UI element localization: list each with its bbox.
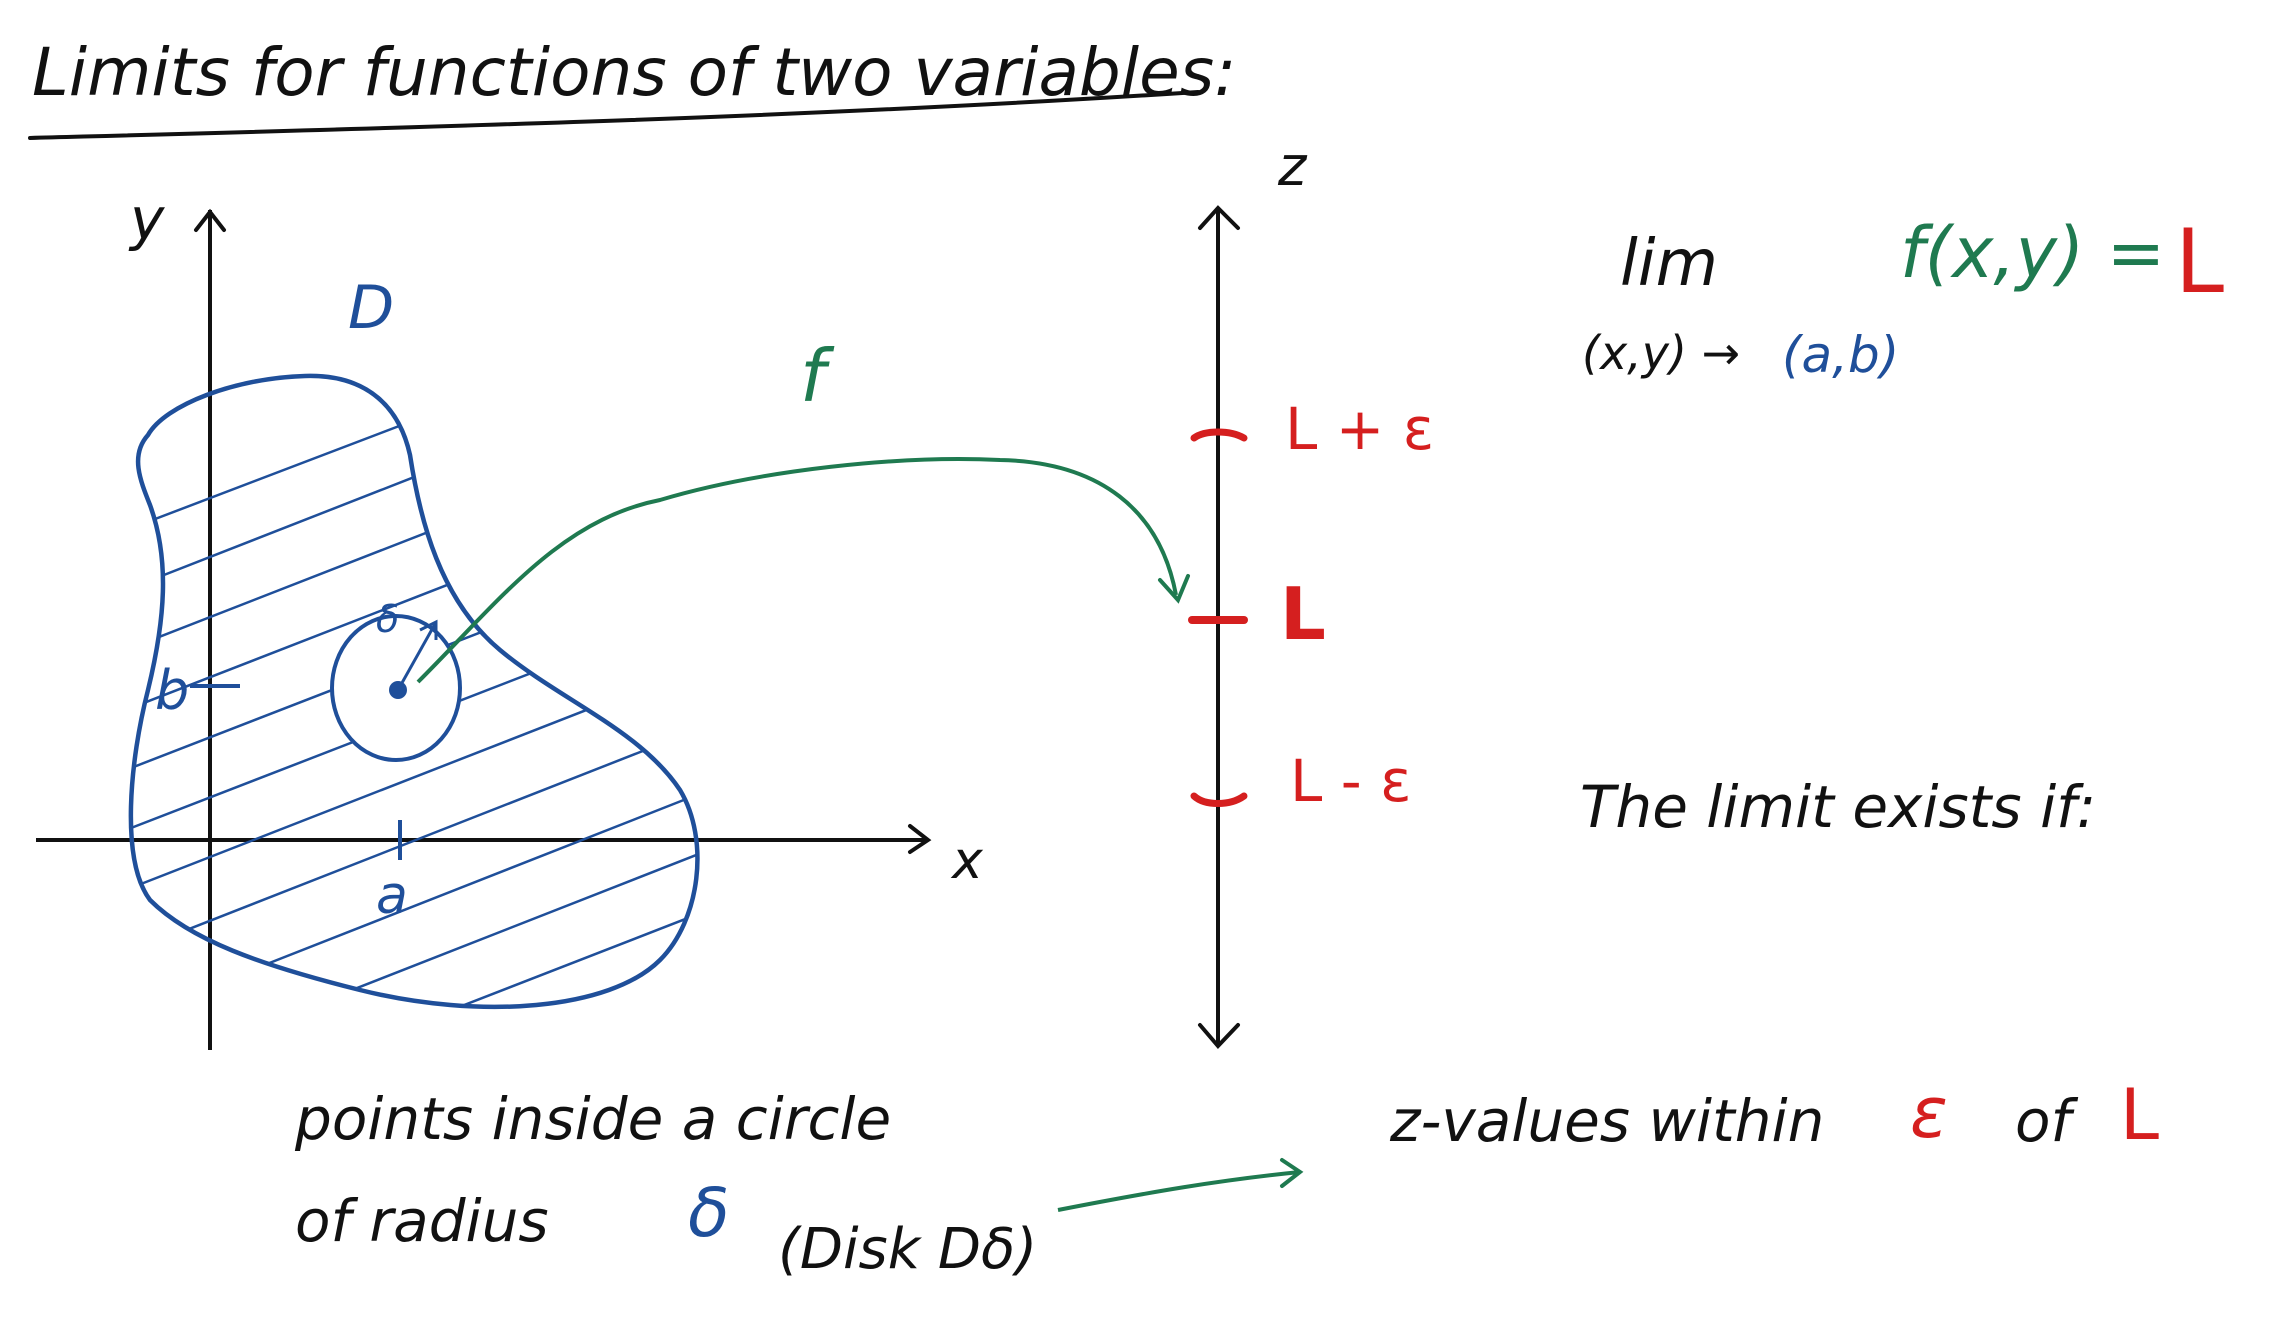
mapping-arrow-f <box>416 457 1178 684</box>
a-label: a <box>376 866 408 926</box>
mapping-arrowhead-f <box>1158 574 1190 604</box>
zvalues-epsilon: ε <box>1910 1072 1948 1154</box>
z-axis-label: z <box>1278 135 1307 198</box>
L-plus-epsilon-label: L + ε <box>1285 395 1435 463</box>
title-underline <box>28 90 1200 140</box>
zvalues-L: L <box>2120 1074 2159 1156</box>
x-axis-arrowhead <box>908 824 932 854</box>
delta-radius-arrowhead <box>419 619 438 640</box>
x-axis-label: x <box>952 831 983 891</box>
points-text-line2: of radius <box>295 1187 549 1255</box>
lim-function: f(x,y) = <box>1900 212 2166 294</box>
y-axis-arrowhead <box>194 208 226 232</box>
lim-value: L <box>2175 210 2225 313</box>
page-title: Limits for functions of two variables: <box>32 34 1237 111</box>
mark-L-plus-epsilon <box>1190 428 1248 442</box>
delta-radius-label: δ <box>376 597 400 641</box>
zvalues-text: z-values within <box>1390 1087 1825 1155</box>
region-D-boundary <box>128 373 700 1010</box>
L-minus-epsilon-label: L - ε <box>1290 747 1412 815</box>
lim-word: lim <box>1620 227 1718 301</box>
point-a-b <box>389 681 407 699</box>
delta-radius <box>396 623 437 691</box>
zvalues-of: of <box>2015 1087 2071 1155</box>
y-axis-label: y <box>130 185 165 253</box>
points-text-line1: points inside a circle <box>295 1085 892 1153</box>
lim-approach-point: (a,b) <box>1782 326 1900 384</box>
L-label: L <box>1280 572 1326 656</box>
mark-L-minus-epsilon <box>1190 792 1248 807</box>
function-f-label: f <box>800 334 826 418</box>
lim-approach-variables: (x,y) → <box>1582 326 1741 380</box>
bottom-mapping-arrow <box>1057 1170 1301 1212</box>
region-D-label: D <box>348 273 395 343</box>
b-label: b <box>155 659 190 722</box>
points-delta: δ <box>688 1174 730 1253</box>
bottom-mapping-arrowhead <box>1280 1158 1304 1188</box>
z-axis-bottom-arrowhead <box>1198 1023 1240 1049</box>
limit-exists-text: The limit exists if: <box>1580 773 2097 841</box>
z-axis-top-arrowhead <box>1198 205 1240 230</box>
disk-label: (Disk Dδ) <box>778 1217 1038 1282</box>
